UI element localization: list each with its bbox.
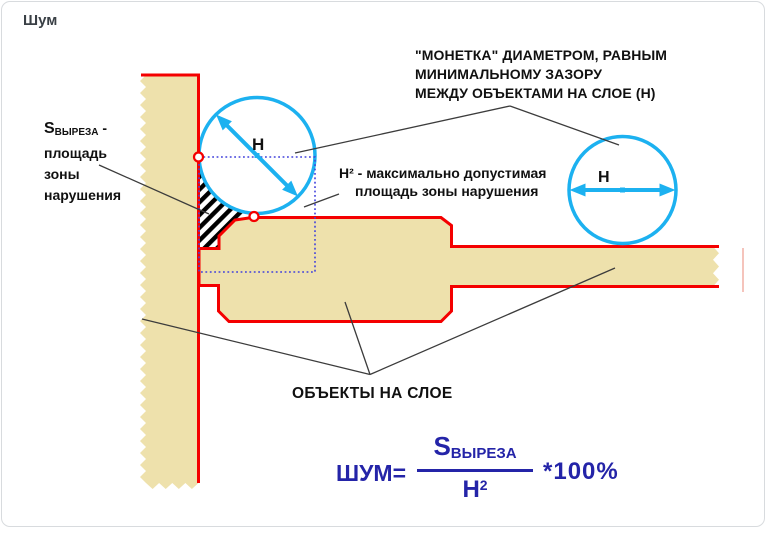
s-symbol: S — [44, 120, 55, 137]
coin-right-center-dot — [620, 187, 625, 193]
cutout-label-line4: нарушения — [44, 187, 122, 203]
page-title: Шум — [23, 12, 58, 29]
layer-object-pad-trace — [199, 217, 719, 322]
allowed-area-label-line2: площадь зоны нарушения — [355, 183, 539, 199]
formula-numerator: SВЫРЕЗА — [433, 433, 516, 467]
coin-left-diameter-label: H — [252, 135, 264, 154]
layer-object-vertical-bar — [140, 75, 199, 489]
page-card: Шум H — [1, 1, 765, 527]
objects-on-layer-label: ОБЪЕКТЫ НА СЛОЕ — [292, 385, 453, 402]
cutout-label-line2: площадь — [44, 145, 107, 161]
coin-label-line2: МИНИМАЛЬНОМУ ЗАЗОРУ — [415, 66, 603, 82]
cutout-label-line3: зоны — [44, 166, 80, 182]
formula-denominator: H2 — [462, 472, 487, 503]
formula-lhs: ШУМ= — [336, 459, 407, 486]
arrowhead-up-left-icon — [216, 114, 232, 131]
allowed-area-label-line1: Н² - максимально допустимая — [339, 165, 547, 181]
formula-fraction: SВЫРЕЗА H2 — [416, 433, 534, 503]
vertical-bar-red-outline — [141, 73, 200, 483]
coin-right-diameter-label: H — [598, 169, 610, 186]
leader-line-objects-label — [141, 267, 616, 376]
coin-label-line3: МЕЖДУ ОБЪЕКТАМИ НА СЛОЕ (Н) — [415, 85, 656, 101]
s-symbol-subscript: ВЫРЕЗА — [54, 127, 99, 138]
arrowhead-down-right-icon — [282, 180, 298, 197]
cutout-label-line1: SВЫРЕЗА - — [44, 118, 121, 143]
numerator-subscript: ВЫРЕЗА — [450, 445, 517, 462]
leader-line-coin-label — [294, 105, 620, 154]
denominator-superscript: 2 — [479, 477, 488, 493]
coin-left-center-dot — [254, 153, 260, 158]
leader-line-cutout-label — [98, 164, 210, 215]
arrowhead-left-icon — [569, 183, 586, 197]
arrowhead-right-icon — [659, 183, 676, 197]
coin-definition-label: "МОНЕТКА" ДИАМЕТРОМ, РАВНЫМ МИНИМАЛЬНОМУ… — [415, 46, 667, 103]
leader-line-allowed-label — [303, 193, 340, 208]
cutout-area-label: SВЫРЕЗА - площадь зоны нарушения — [44, 118, 121, 206]
s-symbol-dash: - — [98, 120, 108, 136]
touch-marker-bottom — [248, 210, 260, 223]
numerator-symbol: S — [433, 431, 451, 461]
coin-label-line1: "МОНЕТКА" ДИАМЕТРОМ, РАВНЫМ — [415, 47, 668, 63]
noise-formula: ШУМ= SВЫРЕЗА H2 *100% — [336, 433, 619, 503]
touch-marker-top — [192, 151, 205, 163]
formula-rhs: *100% — [543, 458, 619, 485]
fraction-bar — [417, 469, 534, 472]
denominator-symbol: H — [462, 476, 480, 503]
